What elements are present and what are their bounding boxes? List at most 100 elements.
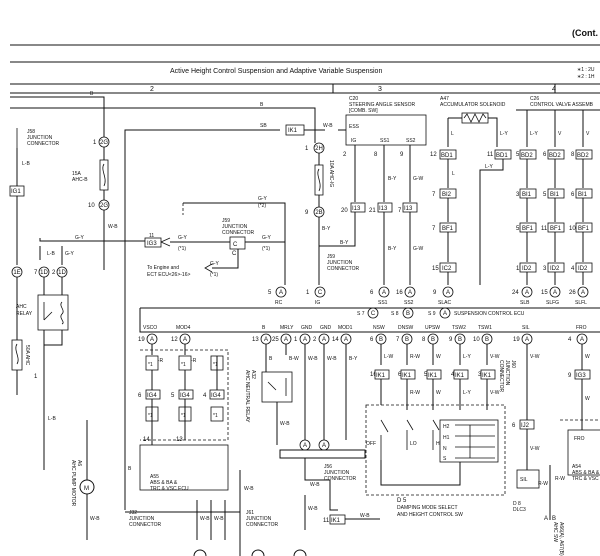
svg-text:W: W [436,354,441,360]
svg-text:9: 9 [400,152,404,158]
svg-text:(*1): (*1) [262,246,270,252]
svg-text:B: B [262,325,266,331]
svg-text:5: 5 [516,152,520,158]
svg-text:IK1: IK1 [288,128,298,134]
svg-text:FRO: FRO [574,436,585,442]
svg-text:CONNECTOR: CONNECTOR [129,522,162,528]
svg-text:A: A [525,337,529,343]
svg-text:A66(A), A67(B): A66(A), A67(B) [558,522,564,556]
svg-text:A: A [581,290,585,296]
svg-text:B: B [405,337,409,343]
svg-text:B: B [90,91,94,97]
svg-text:BI1: BI1 [578,192,588,198]
svg-text:IG4: IG4 [211,393,221,399]
svg-text:IG: IG [315,300,320,306]
svg-text:SUSPENSION CONTROL ECU: SUSPENSION CONTROL ECU [454,311,525,317]
svg-text:14: 14 [143,437,150,443]
svg-text:R-W: R-W [555,476,565,482]
svg-text:V: V [558,131,562,137]
svg-text:6: 6 [512,423,516,429]
svg-text:S 7: S 7 [357,311,365,317]
svg-text:50A AHC: 50A AHC [24,345,30,366]
svg-text:B: B [260,102,264,108]
svg-text:SLAC: SLAC [438,300,451,306]
svg-text:BF1: BF1 [442,226,454,232]
continued-label: (Cont. [572,28,598,38]
svg-text:A: A [544,516,548,522]
svg-text:IG3: IG3 [576,373,586,379]
svg-text:B-W: B-W [289,356,299,362]
svg-text:GND: GND [320,325,332,331]
svg-text:W-B: W-B [244,486,254,492]
svg-text:A: A [322,443,326,449]
svg-text:VSCO: VSCO [143,325,157,331]
svg-text:S 8: S 8 [391,311,399,317]
svg-text:A: A [284,337,288,343]
svg-text:SS2: SS2 [404,300,414,306]
svg-text:BI1: BI1 [550,192,560,198]
svg-text:JUNCTION: JUNCTION [246,516,272,522]
svg-text:I13: I13 [379,206,388,212]
svg-text:R-W: R-W [410,390,420,396]
ahc-relay [37,294,69,331]
svg-text:D 5: D 5 [397,498,407,504]
svg-text:C26: C26 [530,96,539,102]
svg-text:15: 15 [541,290,548,296]
svg-text:6: 6 [571,192,575,198]
column-4: 4 [552,86,556,93]
svg-text:TRC & VSC ECU: TRC & VSC ECU [150,486,189,492]
svg-text:A: A [446,290,450,296]
svg-text:20: 20 [341,208,348,214]
svg-text:2H: 2H [315,146,323,152]
svg-text:GND: GND [301,325,313,331]
svg-text:CONTROL VALVE ASSEMB: CONTROL VALVE ASSEMB [530,102,594,108]
svg-text:ACCUMULATOR SOLENOID: ACCUMULATOR SOLENOID [440,102,506,108]
svg-text:2G: 2G [100,203,108,209]
svg-text:BI1: BI1 [522,192,532,198]
svg-text:CONNECTOR: CONNECTOR [327,266,360,272]
svg-text:W-B: W-B [280,421,290,427]
svg-text:A: A [580,337,584,343]
svg-text:25: 25 [272,337,279,343]
svg-text:V-W: V-W [490,390,500,396]
abs-ecu-a54 [567,429,600,476]
suspension-ecu-outline [139,307,600,333]
svg-text:A: A [279,290,283,296]
note-2: ∗2 : 1H [577,74,595,80]
svg-text:L-Y: L-Y [485,164,493,170]
svg-text:SB: SB [260,123,267,129]
svg-text:1: 1 [306,290,310,296]
svg-text:B: B [431,337,435,343]
svg-text:MOD4: MOD4 [176,325,191,331]
svg-text:1: 1 [93,140,97,146]
svg-text:14: 14 [332,337,339,343]
svg-text:(*1): (*1) [210,272,218,278]
svg-text:BD2: BD2 [521,153,533,159]
svg-text:LO: LO [410,441,417,447]
svg-text:ABS & BA &: ABS & BA & [150,480,178,486]
svg-text:JUNCTION: JUNCTION [129,516,155,522]
svg-text:IK1: IK1 [482,373,492,379]
svg-text:3: 3 [478,372,482,378]
svg-text:A: A [525,290,529,296]
svg-text:AHC-B: AHC-B [72,177,88,183]
svg-text:12: 12 [171,337,178,343]
svg-text:W-B: W-B [200,516,210,522]
svg-text:SLFG: SLFG [546,300,559,306]
svg-text:S 9: S 9 [428,311,436,317]
svg-text:1D: 1D [58,270,66,276]
svg-text:1: 1 [34,374,38,380]
svg-text:IK1: IK1 [428,373,438,379]
svg-text:V-W: V-W [530,446,540,452]
svg-text:7: 7 [432,192,436,198]
svg-text:13: 13 [252,337,259,343]
svg-text:DAMPING MODE SELECT: DAMPING MODE SELECT [397,505,458,511]
svg-text:B: B [458,337,462,343]
svg-text:BF1: BF1 [550,226,562,232]
svg-text:L-Y: L-Y [530,131,538,137]
svg-text:9: 9 [568,373,572,379]
svg-text:6: 6 [543,152,547,158]
svg-text:CONNECTOR: CONNECTOR [27,141,60,147]
column-3: 3 [378,86,382,93]
